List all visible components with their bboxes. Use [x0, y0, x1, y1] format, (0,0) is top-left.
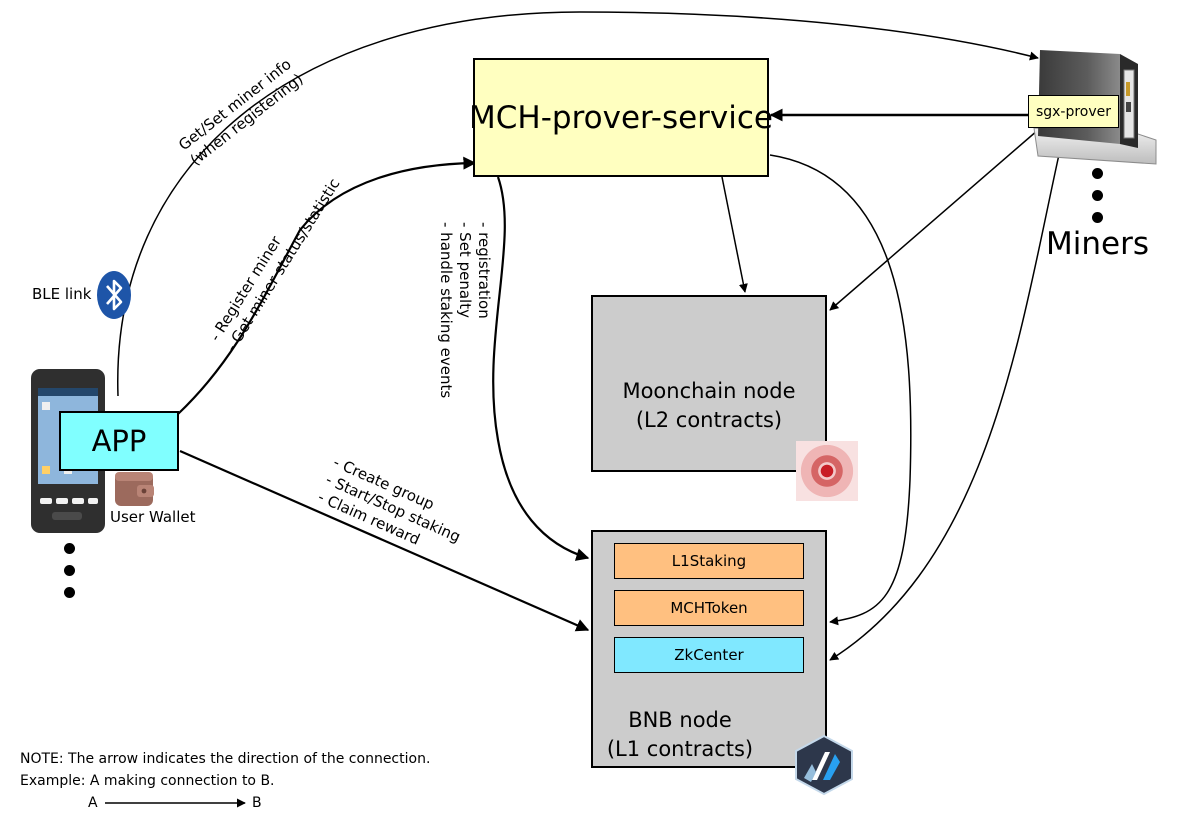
ble-link-label: BLE link [32, 285, 92, 303]
contract-zkcenter-label: ZkCenter [674, 646, 744, 664]
arrow-service-to-bnb-right [769, 154, 912, 626]
arbitrum-logo-icon [795, 734, 853, 796]
miners-label: Miners [1046, 226, 1149, 262]
moonchain-logo-icon [796, 441, 858, 501]
arrow-app-to-miner [117, 11, 1039, 397]
arrow-service-to-bnb [492, 176, 590, 561]
contract-zkcenter: ZkCenter [614, 637, 804, 673]
bnb-node-label: BNB node (L1 contracts) [606, 708, 754, 761]
mch-prover-service-box: MCH-prover-service [469, 58, 773, 177]
app-box: APP [59, 411, 179, 471]
note-line-2: Example: A making connection to B. [20, 773, 275, 789]
note-line-1: NOTE: The arrow indicates the direction … [20, 751, 431, 767]
arrow-miner-to-bnb [829, 149, 1061, 661]
arrow-miner-to-moonchain [829, 129, 1039, 311]
arrow-app-to-bnb [179, 449, 590, 632]
note-example-a: A [88, 795, 98, 811]
note-example-b: B [252, 795, 262, 811]
arrow-service-to-moonchain [721, 176, 748, 293]
moonchain-node-box [591, 295, 827, 472]
edge-label-registration: - registration - Set penalty - handle st… [437, 222, 493, 399]
moonchain-node-label: Moonchain node (L2 contracts) [622, 379, 796, 432]
user-wallet-label: User Wallet [110, 508, 196, 526]
phones-more-dots [64, 543, 76, 598]
mch-prover-service-label: MCH-prover-service [469, 99, 774, 136]
contract-l1staking: L1Staking [614, 543, 804, 579]
app-label: APP [91, 424, 147, 458]
bluetooth-icon [97, 271, 131, 319]
sgx-prover-label: sgx-prover [1035, 103, 1112, 120]
contract-l1staking-label: L1Staking [671, 552, 747, 570]
contract-mchtoken: MCHToken [614, 590, 804, 626]
contract-mchtoken-label: MCHToken [670, 599, 748, 617]
arrow-app-to-service [177, 156, 477, 415]
miners-more-dots [1092, 168, 1104, 223]
sgx-prover-box: sgx-prover [1028, 95, 1119, 128]
wallet-icon [115, 472, 154, 506]
